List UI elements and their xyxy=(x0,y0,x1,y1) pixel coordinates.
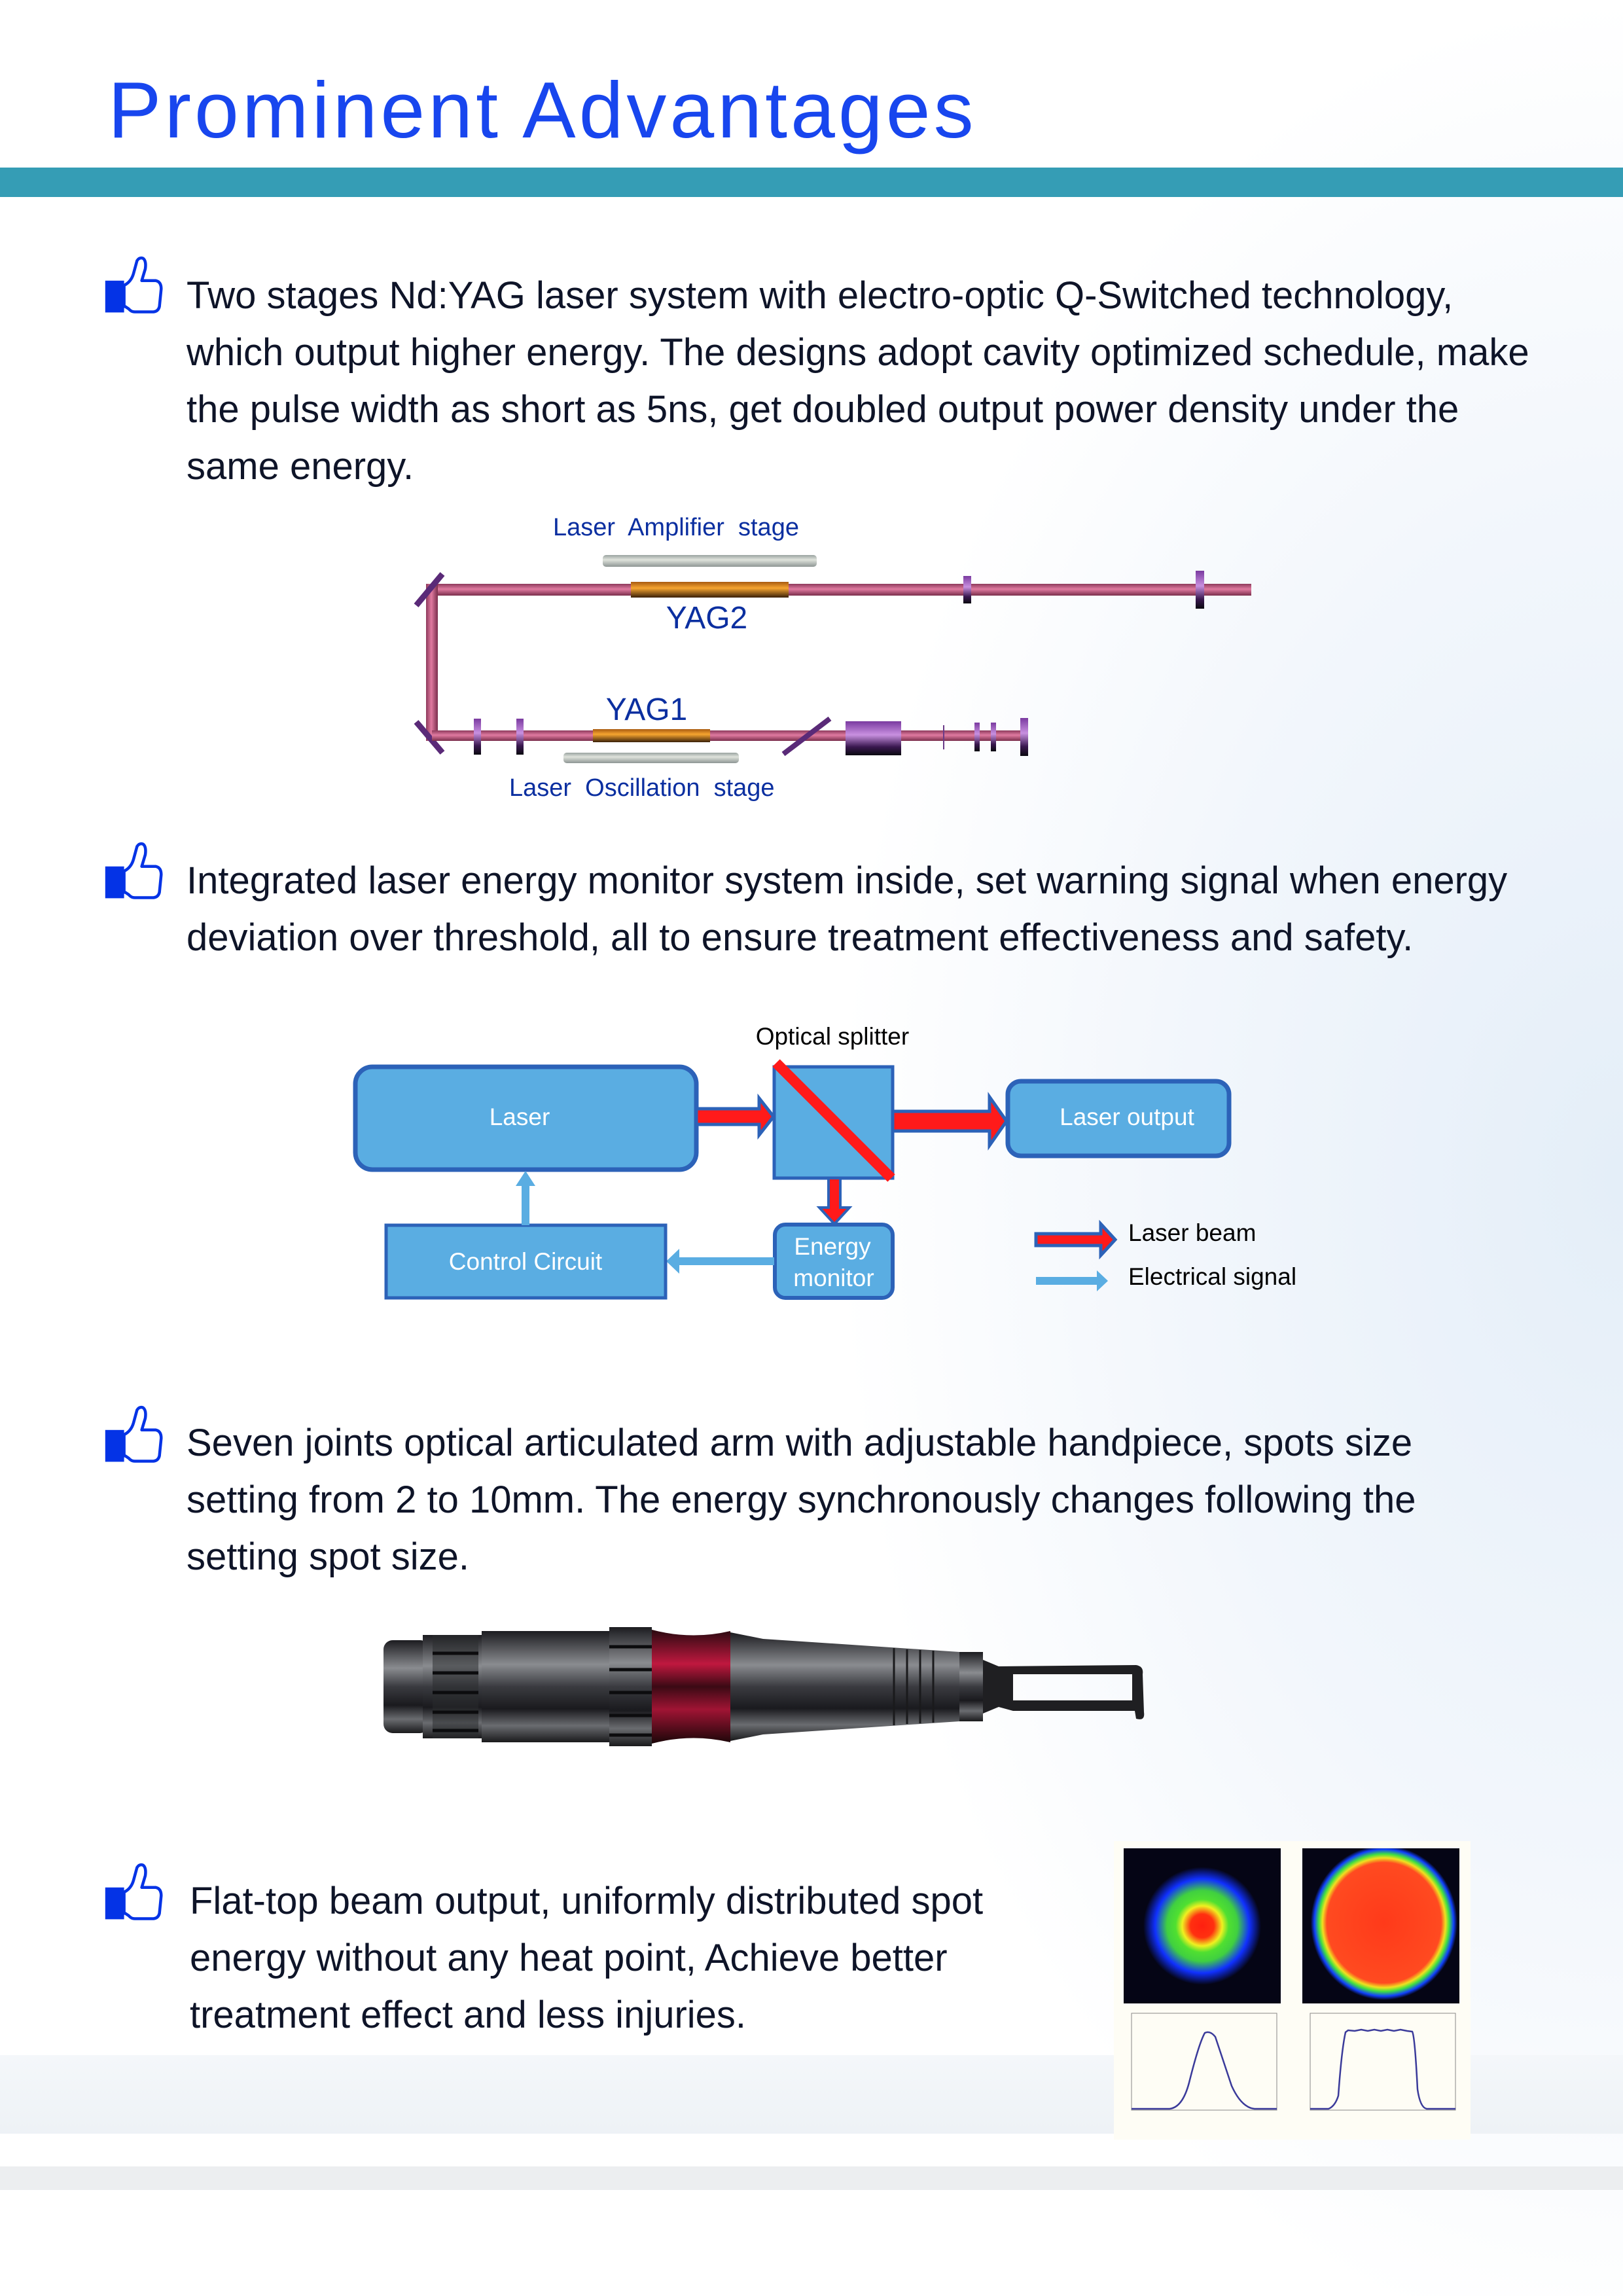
gaussian-beam-spot-image xyxy=(1124,1848,1281,2003)
yag1-label: YAG1 xyxy=(606,692,688,727)
laser-to-splitter-arrow xyxy=(694,1093,776,1140)
advantage-1-line: the pulse width as short as 5ns, get dou… xyxy=(187,388,1459,431)
thumbs-up-icon xyxy=(102,842,165,901)
advantage-2-line: Integrated laser energy monitor system i… xyxy=(187,859,1508,902)
laser-system-diagram: Laser Amplifier stage YAG2 YAG1 Laser Os… xyxy=(414,514,1251,802)
advantage-3-line: setting from 2 to 10mm. The energy synch… xyxy=(187,1479,1416,1521)
splitter-mirror xyxy=(772,1059,895,1182)
vertical-beam-path xyxy=(426,584,438,741)
legend-electrical-signal-label: Electrical signal xyxy=(1128,1263,1296,1290)
thumbs-up-icon xyxy=(102,256,165,315)
advantage-4-line: energy without any heat point, Achieve b… xyxy=(190,1937,948,1979)
lower-turning-mirror xyxy=(414,720,445,755)
advantage-3-line: setting spot size. xyxy=(187,1535,469,1578)
optic-element xyxy=(474,719,481,755)
optic-element xyxy=(974,723,980,751)
yag2-label: YAG2 xyxy=(666,601,748,636)
amplifier-stage-label: Laser Amplifier stage xyxy=(553,514,799,541)
energy-monitor-label: Energy xyxy=(794,1233,871,1260)
amplifier-beam-path xyxy=(432,584,1251,596)
upper-turning-mirror xyxy=(414,572,445,607)
advantage-2-line: deviation over threshold, all to ensure … xyxy=(187,916,1414,959)
page-title: Prominent Advantages xyxy=(108,65,977,154)
splitter-to-monitor-arrow xyxy=(816,1177,853,1226)
yag1-rod xyxy=(593,729,710,742)
advantage-1-line: same energy. xyxy=(187,445,414,488)
title-divider-bar xyxy=(0,168,1623,197)
end-mirror xyxy=(1020,718,1028,756)
optic-element xyxy=(991,723,996,751)
control-circuit-box xyxy=(384,1223,668,1300)
energy-monitor-diagram: Optical splitter Laser Laser output Ener… xyxy=(353,1023,1296,1300)
laser-output-box xyxy=(1005,1079,1232,1158)
advantage-3-line: Seven joints optical articulated arm wit… xyxy=(187,1422,1413,1464)
flat-top-beam-spot-image xyxy=(1302,1848,1459,2003)
beam-profile-comparison xyxy=(1114,1841,1471,2140)
laser-output-label: Laser output xyxy=(1060,1103,1194,1130)
thumbs-up-icon xyxy=(102,1863,165,1922)
optic-element xyxy=(1196,571,1204,609)
optical-splitter-label: Optical splitter xyxy=(756,1023,909,1050)
optic-element xyxy=(963,576,971,603)
control-circuit-label: Control Circuit xyxy=(449,1248,603,1275)
control-to-laser-arrow xyxy=(516,1171,535,1225)
pockels-cell xyxy=(846,721,901,755)
thumbs-up-icon xyxy=(102,1405,165,1464)
energy-monitor-label: monitor xyxy=(793,1265,874,1291)
legend-laser-beam-label: Laser beam xyxy=(1128,1219,1256,1246)
advantage-1-line: which output higher energy. The designs … xyxy=(187,331,1529,374)
legend-electrical-signal-arrow xyxy=(1036,1270,1108,1291)
laser-box-label: Laser xyxy=(490,1103,550,1130)
bottom-divider-strip xyxy=(0,2166,1623,2190)
gaussian-profile-plot xyxy=(1131,2013,1277,2111)
amplifier-flashlamp xyxy=(603,555,817,567)
oscillator-flashlamp xyxy=(563,753,739,763)
splitter-to-output-arrow xyxy=(891,1092,1009,1151)
advantage-4-line: treatment effect and less injuries. xyxy=(190,1994,747,2036)
legend-laser-beam-arrow xyxy=(1034,1219,1118,1260)
flat-top-profile-plot xyxy=(1310,2013,1456,2111)
monitor-to-control-arrow xyxy=(666,1249,774,1274)
yag2-rod xyxy=(631,582,789,598)
oscillation-stage-label: Laser Oscillation stage xyxy=(509,774,775,802)
optic-element xyxy=(516,719,524,755)
advantage-4-line: Flat-top beam output, uniformly distribu… xyxy=(190,1880,984,1922)
energy-monitor-box xyxy=(773,1223,895,1300)
polarizer-mirror xyxy=(781,716,832,757)
handpiece-image xyxy=(383,1627,1145,1746)
advantage-1-line: Two stages Nd:YAG laser system with elec… xyxy=(187,274,1454,317)
